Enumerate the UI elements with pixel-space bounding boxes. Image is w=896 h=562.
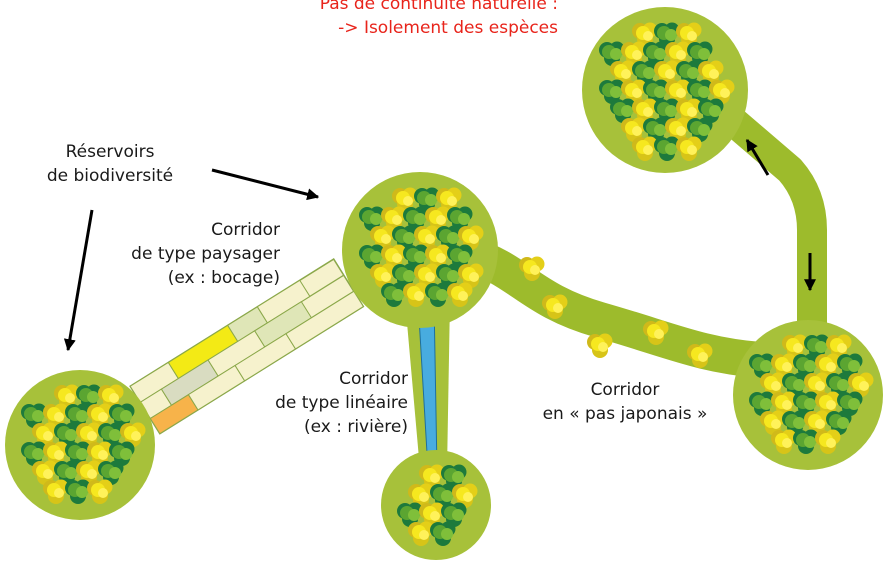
arrow-icon [212,170,318,197]
stepping-stone-line-1: Corridor [520,378,730,402]
landscape-corridor-line-2: de type paysager [90,242,280,266]
isolation-label: Pas de continuité naturelle : -> Isoleme… [320,0,558,40]
isolation-line-2: -> Isolement des espèces [320,16,558,40]
mountain-corridor [720,110,812,340]
landscape-corridor-label: Corridor de type paysager (ex : bocage) [90,218,280,290]
isolation-line-1: Pas de continuité naturelle : [320,0,558,16]
reservoir-bottom [381,450,491,560]
linear-corridor-line-3: (ex : rivière) [210,415,408,439]
reservoir-center [342,172,498,328]
reservoir-left [5,370,155,520]
reservoirs-line-2: de biodiversité [20,164,200,188]
linear-corridor-line-1: Corridor [210,367,408,391]
linear-corridor-line-2: de type linéaire [210,391,408,415]
reservoir-right [733,320,883,470]
reservoirs-label: Réservoirs de biodiversité [20,140,200,188]
tree-cluster-icon [587,334,613,359]
reservoir-top-right [582,7,748,173]
stepping-stone-corridor [470,255,760,368]
arrow-icon [68,210,92,350]
landscape-corridor-line-1: Corridor [90,218,280,242]
stepping-stone-line-2: en « pas japonais » [520,402,730,426]
reservoirs-line-1: Réservoirs [20,140,200,164]
stepping-stone-corridor-label: Corridor en « pas japonais » [520,378,730,426]
landscape-corridor-line-3: (ex : bocage) [90,266,280,290]
linear-corridor-label: Corridor de type linéaire (ex : rivière) [210,367,408,439]
